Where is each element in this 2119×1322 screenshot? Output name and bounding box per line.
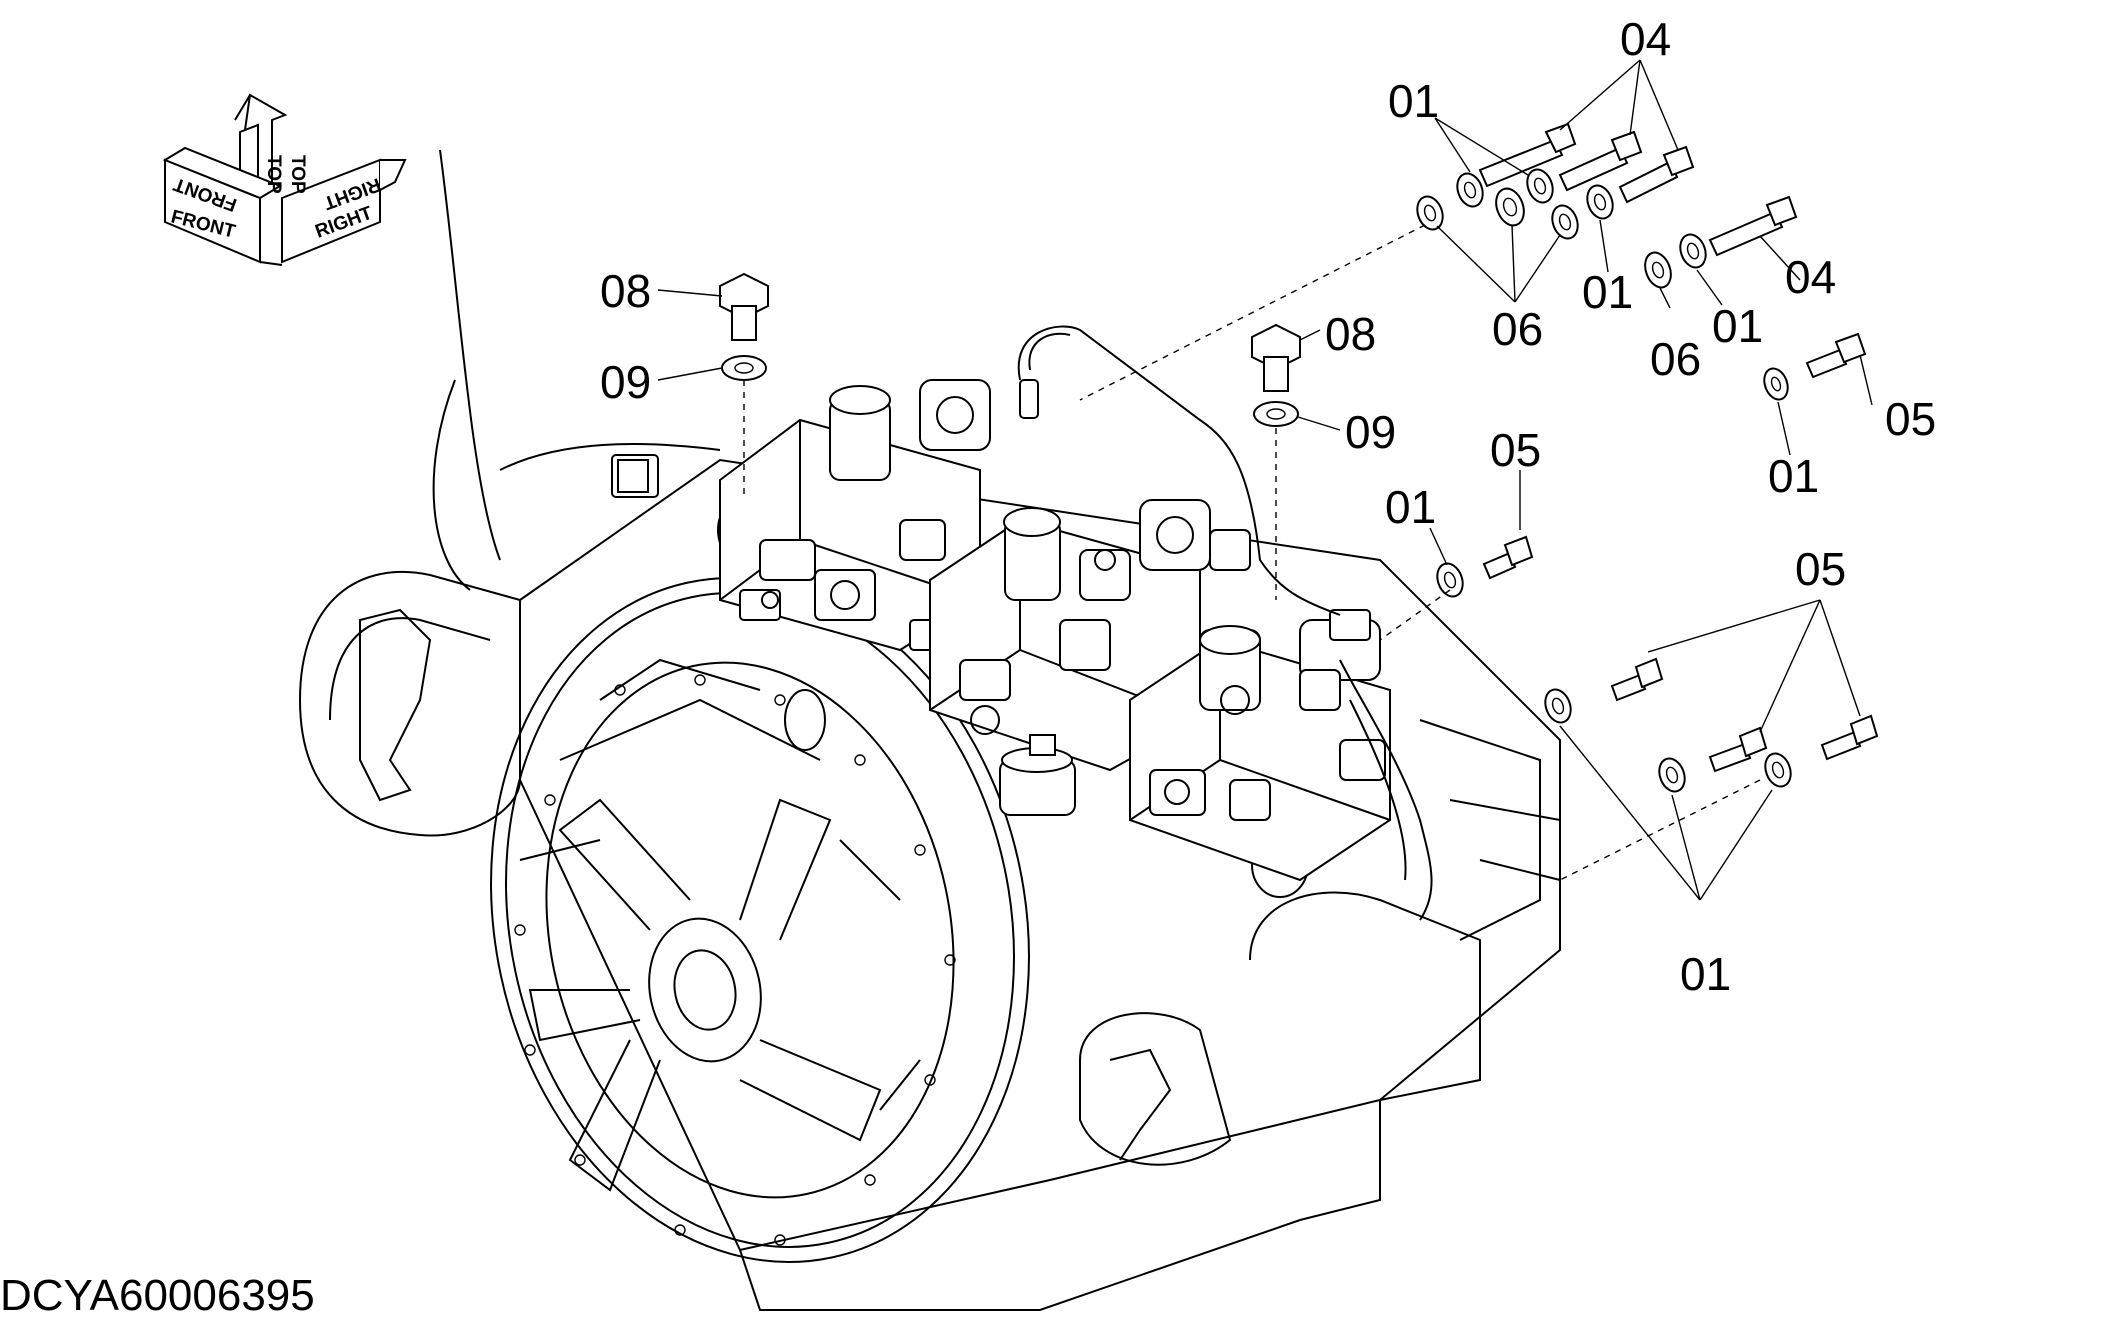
callout-label: 06: [1650, 333, 1701, 385]
callout-label: 01: [1712, 300, 1763, 352]
callout-label: 05: [1795, 543, 1846, 595]
callout-label: 01: [1388, 75, 1439, 127]
bolt-set-05: [1482, 332, 1879, 773]
regulator-valve-block-left: [719, 379, 991, 652]
bolt-set-08: [719, 272, 1301, 392]
callout-label: 05: [1885, 393, 1936, 445]
callout-label: 01: [1582, 266, 1633, 318]
callout-label: 01: [1680, 948, 1731, 1000]
callout-label: 09: [1345, 406, 1396, 458]
orientation-icon: FRONT FRONT TOP TOP RIGHT RIGHT: [162, 93, 407, 266]
regulator-valve-block-right: [1129, 529, 1391, 882]
hydraulic-pump-assembly: [298, 149, 1561, 1311]
callout-label: 05: [1490, 424, 1541, 476]
callout-label: 06: [1492, 303, 1543, 355]
orientation-label-top: TOP: [263, 155, 284, 194]
callout-label: 01: [1768, 450, 1819, 502]
callout-label: 09: [600, 356, 651, 408]
leader-lines: [657, 59, 1873, 901]
orientation-label-top-2: TOP: [287, 155, 308, 194]
document-id: DCYA60006395: [0, 1271, 315, 1320]
callout-label: 04: [1620, 13, 1671, 65]
callout-label: 08: [600, 265, 651, 317]
washer-set: [721, 168, 1792, 793]
flange-bolt-holes: [514, 674, 956, 1246]
callout-labels: 01 04 06 01 04 06 01 05 01 08 09 08 09 0…: [600, 13, 1936, 1000]
callout-label: 01: [1385, 481, 1436, 533]
callout-label: 04: [1785, 251, 1836, 303]
bolt-set-04: [1478, 122, 1798, 257]
callout-label: 08: [1325, 308, 1376, 360]
